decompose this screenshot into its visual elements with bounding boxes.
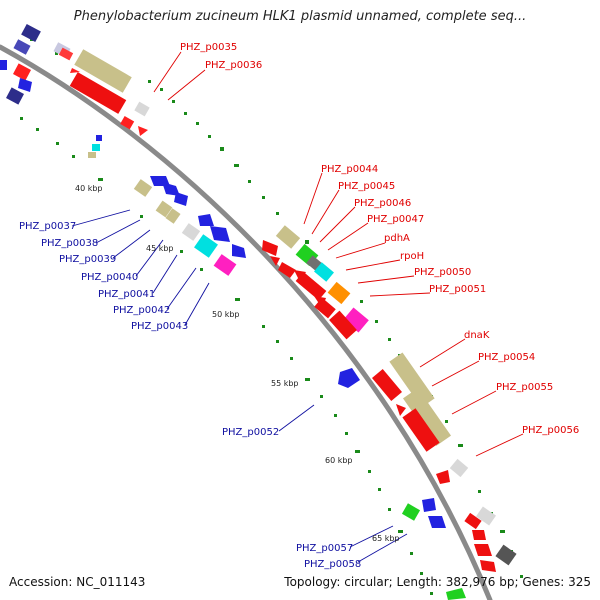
gene-label-dnak: dnaK	[464, 330, 490, 341]
gene-label-phz-p0042: PHZ_p0042	[113, 305, 170, 316]
feature-cluster-top-left	[0, 23, 150, 158]
gene-label-phz-p0047: PHZ_p0047	[367, 214, 424, 225]
gene-label-phz-p0050: PHZ_p0050	[414, 267, 471, 278]
gene-label-phz-p0052: PHZ_p0052	[222, 427, 279, 438]
gene-label-phz-p0056: PHZ_p0056	[522, 425, 579, 436]
gene-label-phz-p0039: PHZ_p0039	[59, 254, 116, 265]
gene-label-phz-p0054: PHZ_p0054	[478, 352, 535, 363]
scale-tick-60kbp: 60 kbp	[325, 456, 353, 465]
forward-leader-lines	[153, 51, 524, 457]
feature-cluster-forward-48k	[262, 225, 369, 340]
gene-label-phz-p0041: PHZ_p0041	[98, 289, 155, 300]
backbone-arc	[0, 44, 493, 600]
gene-label-phz-p0046: PHZ_p0046	[354, 198, 411, 209]
gene-label-phz-p0051: PHZ_p0051	[429, 284, 486, 295]
feature-cluster-lower	[338, 368, 517, 600]
accession-text: Accession: NC_011143	[9, 575, 146, 589]
tick-ring-outer	[30, 38, 523, 578]
feature-cluster-dnak	[371, 352, 469, 484]
scale-tick-45kbp: 45 kbp	[146, 244, 174, 253]
gene-label-phz-p0036: PHZ_p0036	[205, 60, 262, 71]
feature-cluster-reverse-40k	[133, 176, 246, 276]
gene-label-phz-p0037: PHZ_p0037	[19, 221, 76, 232]
scale-tick-40kbp: 40 kbp	[75, 184, 103, 193]
gene-label-phz-p0055: PHZ_p0055	[496, 382, 553, 393]
gene-label-phz-p0058: PHZ_p0058	[304, 559, 361, 570]
gene-label-pdha: pdhA	[384, 233, 410, 244]
tick-ring-inner	[20, 117, 433, 595]
gene-label-phz-p0035: PHZ_p0035	[180, 42, 237, 53]
scale-tick-65kbp: 65 kbp	[372, 534, 400, 543]
gene-label-phz-p0044: PHZ_p0044	[321, 164, 378, 175]
topology-text: Topology: circular; Length: 382,976 bp; …	[284, 575, 591, 589]
scale-tick-55kbp: 55 kbp	[271, 379, 299, 388]
reverse-leader-lines	[71, 209, 408, 563]
gene-label-phz-p0040: PHZ_p0040	[81, 272, 138, 283]
gene-label-phz-p0038: PHZ_p0038	[41, 238, 98, 249]
gene-label-phz-p0057: PHZ_p0057	[296, 543, 353, 554]
gene-label-phz-p0045: PHZ_p0045	[338, 181, 395, 192]
map-title: Phenylobacterium zucineum HLK1 plasmid u…	[73, 9, 527, 24]
scale-tick-50kbp: 50 kbp	[212, 310, 240, 319]
gene-label-rpoh: rpoH	[400, 251, 424, 262]
gene-label-phz-p0043: PHZ_p0043	[131, 321, 188, 332]
